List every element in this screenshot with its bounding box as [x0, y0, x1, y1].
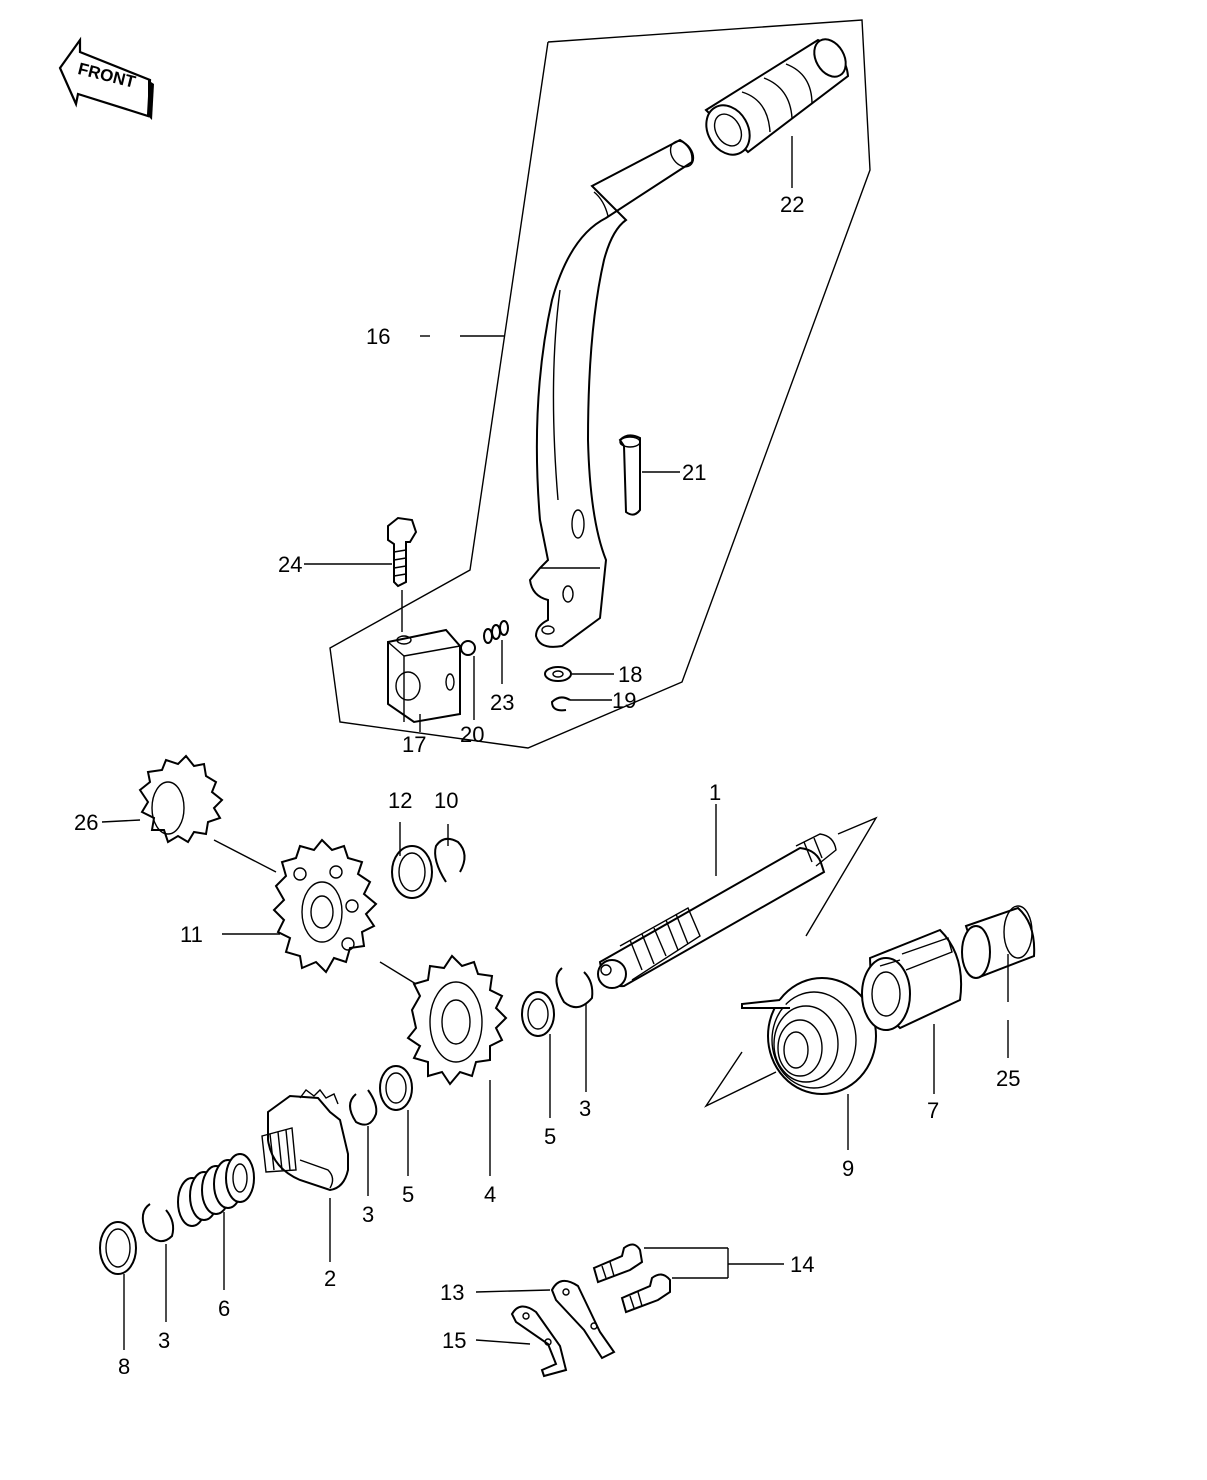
label-3-right: 3	[579, 1096, 591, 1121]
label-2: 2	[324, 1266, 336, 1291]
label-3-middle: 3	[362, 1202, 374, 1227]
label-23: 23	[490, 690, 514, 715]
kick-spring	[703, 977, 877, 1108]
ring-5-left	[379, 1065, 413, 1111]
label-3-left: 3	[158, 1328, 170, 1353]
ring-12	[391, 845, 433, 899]
bolt	[387, 516, 418, 632]
plate-13	[550, 1279, 616, 1360]
circlip-3-middle	[349, 1089, 378, 1126]
pin	[618, 434, 641, 516]
label-5-left: 5	[402, 1182, 414, 1207]
label-16: 16	[366, 324, 390, 349]
kick-lever	[528, 138, 695, 648]
part-labels: 1 2 3 3 3 4 5 5 6 7 8 9 10 11 12 13 14 1…	[74, 192, 1020, 1379]
washer	[544, 666, 572, 682]
label-8: 8	[118, 1354, 130, 1379]
washer-8	[99, 1221, 137, 1275]
clamp-block	[387, 628, 461, 724]
label-26: 26	[74, 810, 98, 835]
circlip-3-right	[555, 967, 594, 1009]
front-arrow-icon: FRONT	[58, 36, 154, 120]
circlip	[550, 696, 571, 712]
label-21: 21	[682, 460, 706, 485]
label-20: 20	[460, 722, 484, 747]
label-5-right: 5	[544, 1124, 556, 1149]
label-25: 25	[996, 1066, 1020, 1091]
coil-spring	[177, 1153, 255, 1227]
ball	[460, 640, 476, 656]
plate-15	[510, 1305, 568, 1378]
label-17: 17	[402, 732, 426, 757]
label-4: 4	[484, 1182, 496, 1207]
small-spring	[483, 620, 509, 644]
label-12: 12	[388, 788, 412, 813]
label-7: 7	[927, 1098, 939, 1123]
screws	[592, 1243, 671, 1314]
spring-guide	[861, 928, 963, 1031]
gear-11	[272, 838, 378, 974]
kick-pedal-rubber	[704, 38, 850, 156]
label-9: 9	[842, 1156, 854, 1181]
collar	[961, 905, 1036, 979]
label-10: 10	[434, 788, 458, 813]
ratchet	[261, 1088, 349, 1192]
leader-lines	[101, 136, 1009, 1350]
label-19: 19	[612, 688, 636, 713]
label-24: 24	[278, 552, 302, 577]
label-18: 18	[618, 662, 642, 687]
label-11: 11	[180, 922, 203, 947]
label-15: 15	[442, 1328, 466, 1353]
circlip-3-left	[141, 1203, 175, 1243]
label-13: 13	[440, 1280, 464, 1305]
gear-26	[138, 754, 224, 844]
label-6: 6	[218, 1296, 230, 1321]
label-14: 14	[790, 1252, 814, 1277]
lever-group-outline	[329, 19, 871, 749]
ring-5-right	[521, 991, 555, 1037]
label-1: 1	[709, 780, 721, 805]
guide-triangle	[805, 816, 878, 937]
label-22: 22	[780, 192, 804, 217]
gear-4	[406, 954, 508, 1086]
circlip-10	[434, 837, 466, 883]
kick-shaft	[597, 833, 837, 989]
